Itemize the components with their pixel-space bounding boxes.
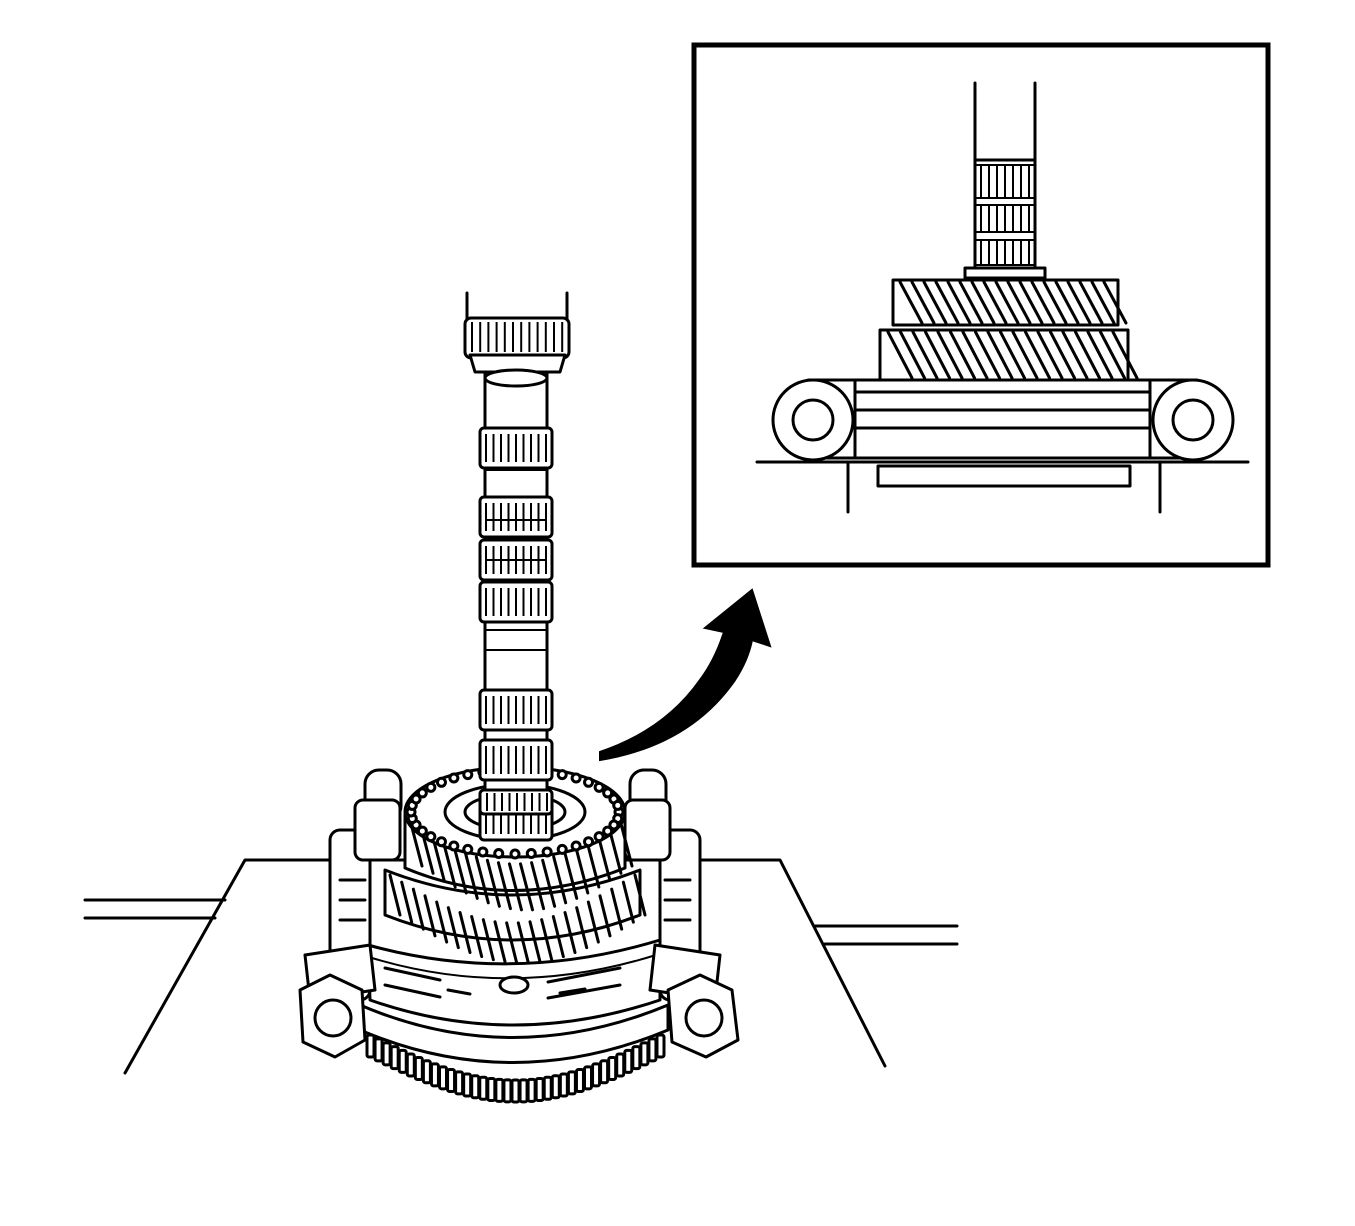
split-plate-puller bbox=[298, 768, 740, 1104]
lower-gear-teeth bbox=[388, 873, 647, 965]
bottom-gear-teeth bbox=[365, 1033, 666, 1104]
detail-inset bbox=[691, 42, 1271, 568]
right-nut bbox=[666, 973, 740, 1059]
shaft-spline-bands bbox=[478, 426, 554, 842]
left-nut bbox=[298, 973, 367, 1059]
main-shaft bbox=[463, 291, 571, 842]
callout-arrow bbox=[599, 588, 772, 762]
